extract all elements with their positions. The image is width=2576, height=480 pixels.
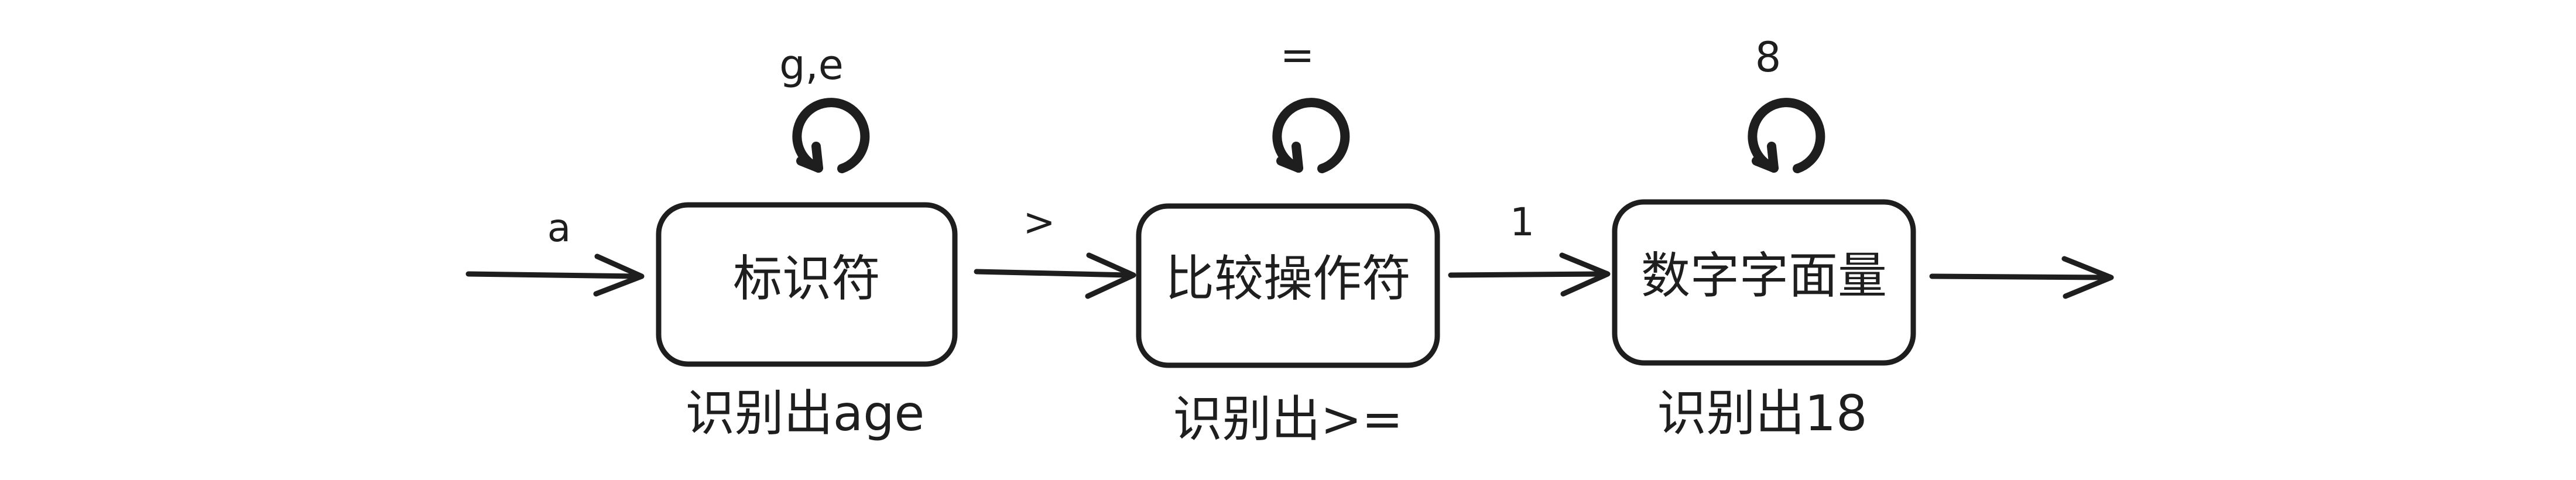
state-numeric-literal: 数字字面量	[1612, 199, 1916, 366]
caption-identifier: 识别出age	[686, 385, 924, 442]
transition-entry-arrow	[465, 253, 645, 297]
state-label-numeric-literal: 数字字面量	[1641, 247, 1887, 304]
transition-1-2-arrow	[974, 252, 1136, 299]
transition-label-entry: a	[547, 205, 571, 251]
state-identifier: 标识符	[656, 202, 958, 367]
self-loop-identifier	[792, 98, 870, 173]
state-box-numeric-literal	[1612, 199, 1916, 366]
self-loop-label-comparison-operator: =	[1280, 31, 1315, 79]
state-box-identifier	[656, 202, 958, 367]
transition-label-1-2: >	[1023, 200, 1055, 245]
state-box-comparison-operator	[1136, 203, 1440, 368]
transition-label-2-3: 1	[1510, 200, 1534, 245]
self-loop-comparison-operator	[1272, 98, 1350, 173]
state-label-identifier: 标识符	[733, 250, 881, 307]
transition-exit-arrow	[1929, 256, 2114, 299]
self-loop-label-numeric-literal: 8	[1755, 33, 1782, 81]
self-loop-label-identifier: g,e	[779, 41, 844, 89]
self-loop-numeric-literal	[1748, 98, 1825, 173]
caption-comparison-operator: 识别出>=	[1173, 390, 1403, 448]
caption-numeric-literal: 识别出18	[1657, 385, 1868, 442]
state-comparison-operator: 比较操作符	[1136, 203, 1440, 368]
state-label-comparison-operator: 比较操作符	[1165, 250, 1411, 307]
transition-2-3-arrow	[1448, 252, 1611, 297]
